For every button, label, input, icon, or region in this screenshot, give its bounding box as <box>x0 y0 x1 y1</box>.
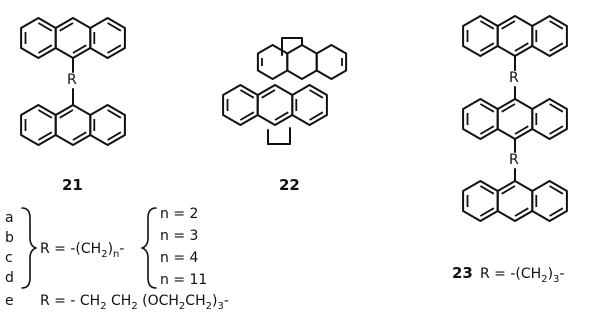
n-value-c: n = 4 <box>160 250 199 266</box>
compound-22: 22 <box>222 37 348 194</box>
legend-letter-a: a <box>5 210 14 226</box>
anthracene-bottom-23 <box>462 180 568 222</box>
compound-23: R R <box>452 15 568 285</box>
anthracene-middle-23 <box>462 98 568 140</box>
r-definition-23: R = -(CH2)3- <box>480 266 564 285</box>
anthracene-top-21 <box>20 17 126 59</box>
linker-r-23-top: R <box>509 70 519 86</box>
legend-letter-c: c <box>5 250 13 266</box>
n-value-a: n = 2 <box>160 206 198 222</box>
compound-number-21: 21 <box>62 176 83 194</box>
n-value-b: n = 3 <box>160 228 198 244</box>
anthracene-top-23 <box>462 15 568 57</box>
anthracene-front-22 <box>222 84 328 126</box>
legend-letter-e: e <box>5 293 14 309</box>
linker-r-21: R <box>67 72 77 88</box>
anthracene-back-22 <box>256 44 348 80</box>
compound-21: R 21 <box>20 17 126 194</box>
legend-letter-b: b <box>5 230 14 246</box>
r-definition-general: R = -(CH2)n- <box>40 241 124 260</box>
n-value-d: n = 11 <box>160 272 207 288</box>
legend-letter-d: d <box>5 270 14 286</box>
compound-number-23: 23 <box>452 264 473 282</box>
linker-r-23-bottom: R <box>509 152 519 168</box>
compound-number-22: 22 <box>279 176 300 194</box>
r-definition-e: R = - CH2 CH2 (OCH2CH2)3- <box>40 293 229 312</box>
anthracene-bottom-21 <box>20 104 126 146</box>
brace-left <box>141 207 157 289</box>
legend: a b c d e R = -(CH2)n- n = 2 n = 3 n = 4… <box>5 206 229 312</box>
brace-right <box>21 207 37 289</box>
